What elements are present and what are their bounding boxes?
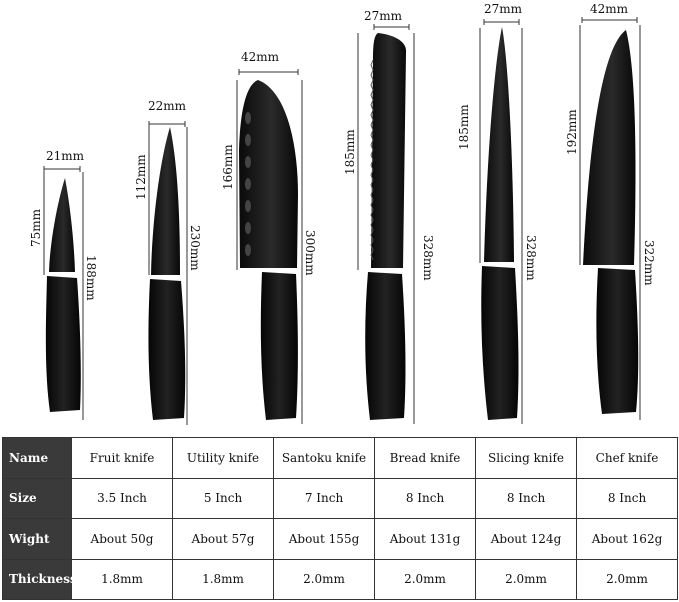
total-length-label: 300mm xyxy=(303,230,317,276)
table-cell: Santoku knife xyxy=(273,437,375,479)
knife-handle xyxy=(596,268,639,414)
width-label: 27mm xyxy=(364,9,403,23)
table-cell: 8 Inch xyxy=(475,477,577,519)
width-label: 42mm xyxy=(241,50,280,64)
table-cell: 2.0mm xyxy=(576,558,678,600)
specs-table: Name Fruit knife Utility knife Santoku k… xyxy=(2,437,678,600)
knife-handle xyxy=(365,272,406,420)
table-cell: Bread knife xyxy=(374,437,476,479)
table-cell: About 131g xyxy=(374,518,476,560)
bread-knife: 27mm 185mm 328mm xyxy=(343,9,435,424)
table-cell: 1.8mm xyxy=(172,558,274,600)
table-cell: 2.0mm xyxy=(374,558,476,600)
knife-handle xyxy=(45,276,81,412)
blade-length-label: 185mm xyxy=(457,104,471,150)
table-cell: Chef knife xyxy=(576,437,678,479)
width-label: 42mm xyxy=(590,2,629,16)
table-cell: 3.5 Inch xyxy=(71,477,173,519)
slicing-knife: 27mm 185mm 328mm xyxy=(457,2,538,424)
blade-length-label: 112mm xyxy=(134,154,148,200)
table-cell: 5 Inch xyxy=(172,477,274,519)
utility-knife: 22mm 112mm 230mm xyxy=(134,99,202,425)
row-header: Name xyxy=(2,437,72,479)
chef-knife: 42mm 192mm 322mm xyxy=(565,2,656,420)
table-cell: 2.0mm xyxy=(475,558,577,600)
width-label: 27mm xyxy=(484,2,523,16)
blade-length-label: 75mm xyxy=(29,208,43,247)
table-cell: About 162g xyxy=(576,518,678,560)
table-row: Name Fruit knife Utility knife Santoku k… xyxy=(2,437,678,479)
knife-blade xyxy=(484,27,514,262)
knife-blade xyxy=(371,33,407,268)
knife-serration xyxy=(370,59,374,261)
row-header: Size xyxy=(2,477,72,519)
table-cell: 2.0mm xyxy=(273,558,375,600)
total-length-label: 188mm xyxy=(84,255,98,301)
knife-blade xyxy=(49,178,75,272)
knife-blade xyxy=(151,127,180,275)
blade-length-label: 192mm xyxy=(565,109,579,155)
width-label: 22mm xyxy=(148,99,187,113)
table-cell: 8 Inch xyxy=(576,477,678,519)
width-dimension-line xyxy=(479,19,523,424)
table-cell: About 155g xyxy=(273,518,375,560)
knife-handle xyxy=(260,272,298,420)
width-label: 21mm xyxy=(46,149,85,163)
width-dimension-line xyxy=(579,17,641,420)
total-length-label: 230mm xyxy=(188,225,202,271)
table-cell: About 57g xyxy=(172,518,274,560)
table-cell: Utility knife xyxy=(172,437,274,479)
table-row: Wight About 50g About 57g About 155g Abo… xyxy=(2,518,678,560)
row-header: Wight xyxy=(2,518,72,560)
fruit-knife: 21mm 75mm 188mm xyxy=(29,149,98,420)
total-length-label: 328mm xyxy=(524,235,538,281)
table-row: Thickness 1.8mm 1.8mm 2.0mm 2.0mm 2.0mm … xyxy=(2,558,678,600)
knife-handle xyxy=(148,279,186,420)
knife-illustrations: 21mm 75mm 188mm 22mm 112mm 230mm xyxy=(29,2,656,425)
row-header: Thickness xyxy=(2,558,77,600)
blade-length-label: 185mm xyxy=(343,129,357,175)
width-dimension-line xyxy=(236,69,303,424)
table-cell: About 50g xyxy=(71,518,173,560)
blade-length-label: 166mm xyxy=(221,144,235,190)
table-row: Size 3.5 Inch 5 Inch 7 Inch 8 Inch 8 Inc… xyxy=(2,477,678,519)
knife-blade xyxy=(583,30,636,265)
blade-dimples xyxy=(245,112,251,256)
table-cell: 7 Inch xyxy=(273,477,375,519)
width-dimension-line xyxy=(357,24,415,424)
table-cell: 8 Inch xyxy=(374,477,476,519)
table-cell: 1.8mm xyxy=(71,558,173,600)
width-dimension-line xyxy=(148,121,188,425)
table-cell: About 124g xyxy=(475,518,577,560)
table-cell: Fruit knife xyxy=(71,437,173,479)
total-length-label: 322mm xyxy=(642,240,656,286)
table-cell: Slicing knife xyxy=(475,437,577,479)
santoku-knife: 42mm 166mm 300mm xyxy=(221,50,317,424)
knife-blade xyxy=(239,80,298,268)
width-dimension-line xyxy=(43,166,84,420)
total-length-label: 328mm xyxy=(421,235,435,281)
knife-handle xyxy=(481,266,519,420)
